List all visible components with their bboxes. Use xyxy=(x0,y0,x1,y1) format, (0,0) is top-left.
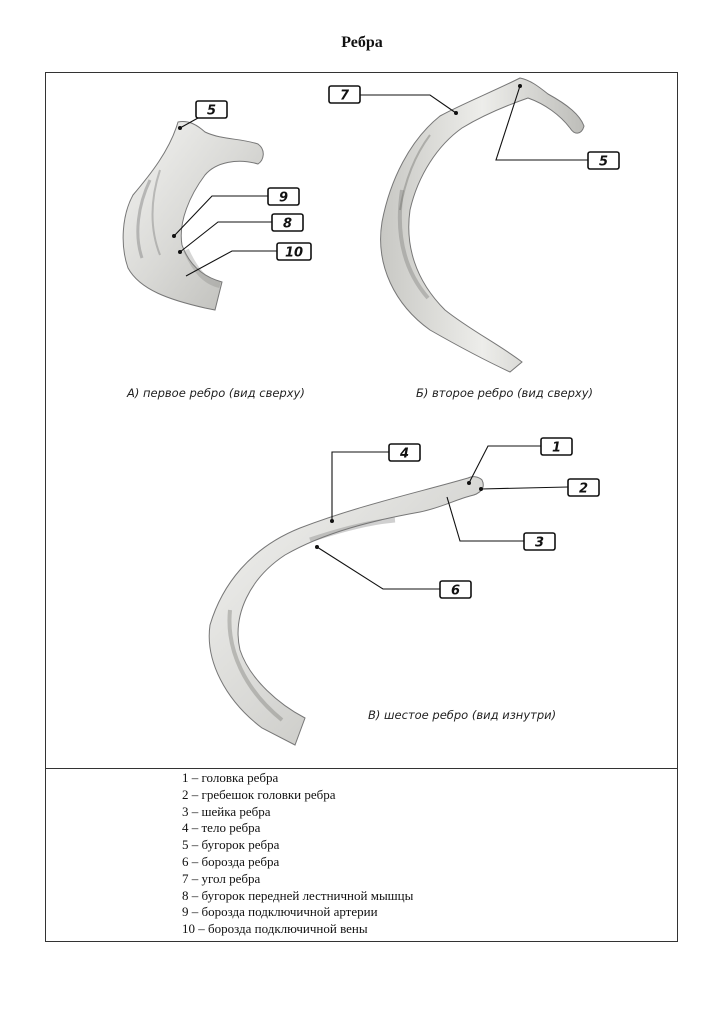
first-rib-labels: 5 9 8 10 xyxy=(172,100,312,277)
first-rib-drawing xyxy=(122,121,264,311)
caption-sixth-rib: В) шестое ребро (вид изнутри) xyxy=(368,708,556,722)
label-a-10: 10 xyxy=(285,246,303,261)
label-a-5: 5 xyxy=(207,104,216,119)
legend-item: 6 – борозда ребра xyxy=(182,853,280,869)
legend-divider xyxy=(45,768,678,769)
caption-second-rib: Б) второе ребро (вид сверху) xyxy=(416,386,593,400)
label-c-4: 4 xyxy=(399,447,409,462)
label-b-5: 5 xyxy=(599,155,608,170)
second-rib-drawing xyxy=(380,77,585,373)
ribs-illustration: 5 9 8 10 А) первое ребро (вид сверху) 7 … xyxy=(122,77,620,746)
sixth-rib-drawing xyxy=(208,476,484,746)
label-b-7: 7 xyxy=(340,89,350,104)
legend-item: 10 – борозда подключичной вены xyxy=(182,921,368,937)
label-c-1: 1 xyxy=(552,441,561,456)
legend: 1 – головка ребра 2 – гребешок головки р… xyxy=(182,770,413,938)
legend-item: 3 – шейка ребра xyxy=(182,803,271,819)
legend-item: 4 – тело ребра xyxy=(182,820,261,836)
label-c-6: 6 xyxy=(451,584,460,599)
legend-item: 7 – угол ребра xyxy=(182,870,261,886)
second-rib-labels: 7 5 xyxy=(328,84,620,170)
sixth-rib-labels: 4 1 2 3 6 xyxy=(315,437,600,599)
page-title: Ребра xyxy=(341,34,383,51)
label-a-8: 8 xyxy=(283,217,292,232)
legend-item: 1 – головка ребра xyxy=(182,770,279,785)
legend-item: 5 – бугорок ребра xyxy=(182,837,280,853)
legend-item: 2 – гребешок головки ребра xyxy=(182,786,336,802)
label-c-2: 2 xyxy=(579,482,588,497)
figure-frame xyxy=(45,72,678,942)
label-a-9: 9 xyxy=(279,191,288,206)
legend-item: 9 – борозда подключичной артерии xyxy=(182,904,378,920)
caption-first-rib: А) первое ребро (вид сверху) xyxy=(126,386,305,400)
legend-item: 8 – бугорок передней лестничной мышцы xyxy=(182,887,414,903)
label-c-3: 3 xyxy=(535,536,544,551)
